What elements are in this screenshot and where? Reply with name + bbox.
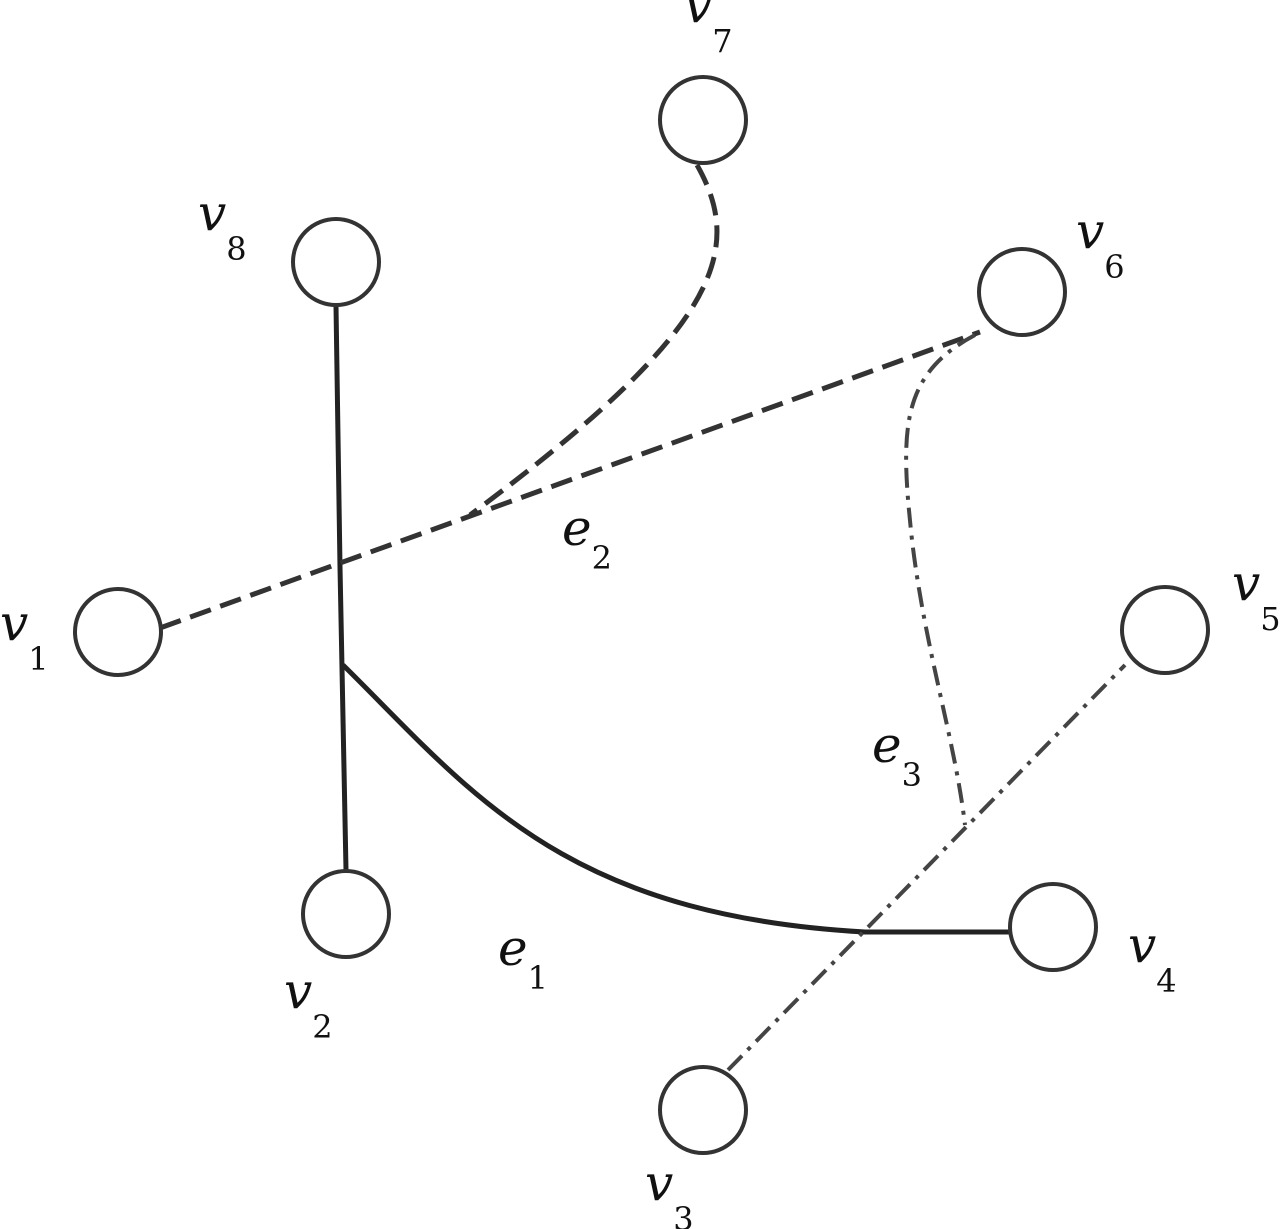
edge-v1-v6 [159, 329, 981, 631]
label-v7: v7 [684, 0, 733, 60]
vertex-v1 [73, 587, 163, 677]
label-e1: e1 [498, 919, 548, 997]
label-e3: e3 [872, 716, 922, 794]
hyperedge-e3 [726, 333, 1127, 1072]
edge-v8-v2 [333, 305, 349, 871]
vertex-v2 [301, 869, 391, 959]
vertex-v7 [658, 75, 748, 165]
label-v6: v6 [1076, 202, 1125, 286]
edge-to-v7 [468, 163, 720, 518]
label-e2: e2 [562, 499, 612, 577]
vertex-v8 [291, 217, 381, 307]
label-v3: v3 [645, 1154, 694, 1229]
vertex-v5 [1120, 585, 1210, 675]
edge-v3-v5 [726, 663, 1127, 1072]
label-v1: v1 [0, 594, 49, 678]
label-v2: v2 [284, 962, 333, 1046]
vertex-v4 [1008, 882, 1098, 972]
label-v4: v4 [1128, 916, 1177, 1000]
edge-to-v4 [341, 663, 1010, 935]
vertex-v3 [658, 1065, 748, 1155]
edge-to-v6 [904, 333, 976, 826]
label-v8: v8 [198, 184, 247, 268]
label-v5: v5 [1232, 554, 1281, 638]
hyperedge-e2 [159, 163, 981, 631]
vertex-v6 [977, 247, 1067, 337]
hyperedge-e1 [333, 305, 1010, 935]
